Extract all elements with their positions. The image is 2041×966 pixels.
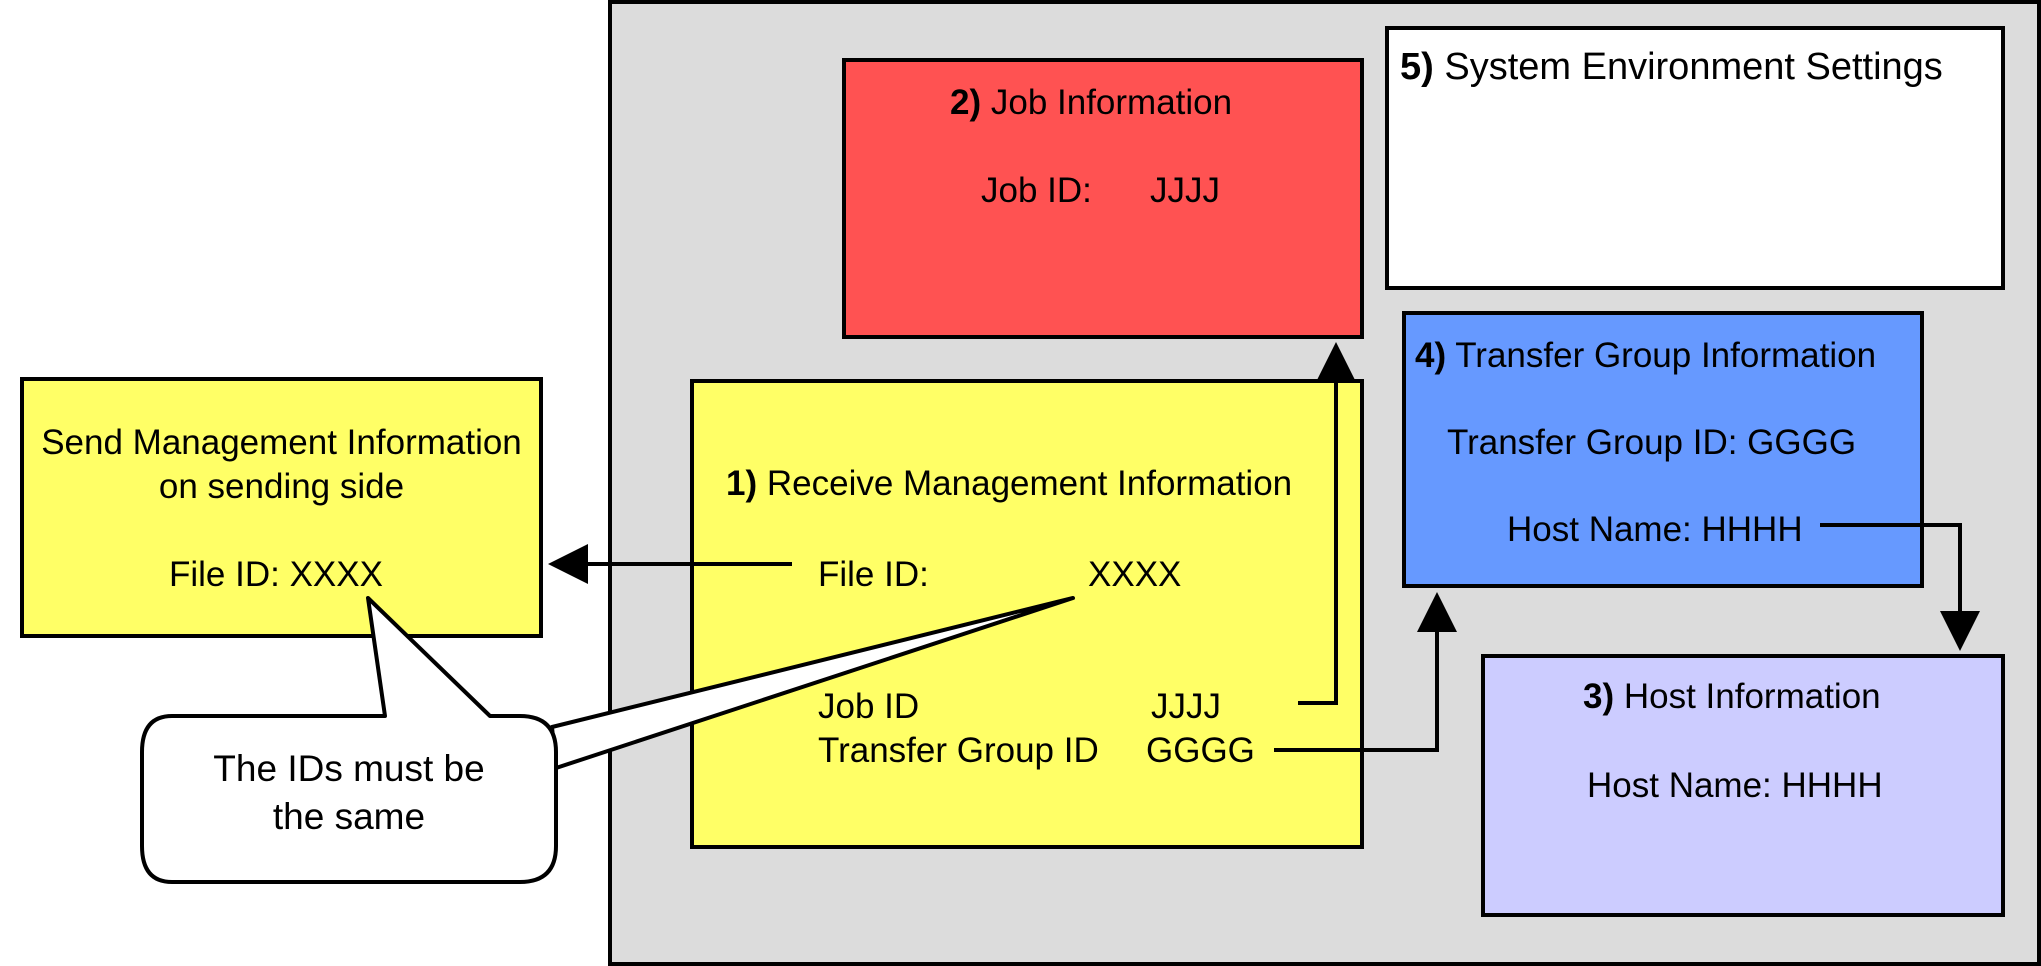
receive-file-id-value: XXXX	[1088, 555, 1182, 594]
system-environment-box	[1385, 26, 2005, 290]
send-management-box	[20, 377, 543, 638]
callout-line2: the same	[272, 796, 426, 837]
system-environment-title: 5) System Environment Settings	[1400, 48, 1943, 86]
job-title: Job Information	[990, 83, 1233, 122]
receive-job-id-label: Job ID	[818, 687, 920, 726]
host-information-box	[1481, 654, 2005, 917]
receive-num: 1)	[726, 464, 758, 503]
receive-management-title: 1) Receive Management Information	[726, 466, 1292, 501]
transfer-group-title: 4) Transfer Group Information	[1415, 338, 1876, 373]
transfer-num: 4)	[1415, 336, 1447, 375]
host-num: 3)	[1583, 677, 1615, 716]
job-id-label: Job ID:	[981, 171, 1092, 210]
send-file-id: File ID: XXXX	[169, 555, 383, 594]
transfer-host-name: Host Name: HHHH	[1507, 510, 1803, 549]
transfer-group-id: Transfer Group ID: GGGG	[1447, 423, 1857, 462]
receive-management-box	[690, 379, 1364, 849]
host-title: Host Information	[1623, 677, 1881, 716]
job-num: 2)	[950, 83, 982, 122]
job-information-box	[842, 58, 1364, 339]
system-num: 5)	[1400, 46, 1434, 88]
callout-tail-right	[550, 596, 1075, 770]
transfer-title: Transfer Group Information	[1455, 336, 1877, 375]
job-information-title: 2) Job Information	[950, 85, 1232, 120]
callout-line1: The IDs must be	[213, 748, 485, 789]
host-information-title: 3) Host Information	[1583, 679, 1881, 714]
transfer-group-arrow	[1274, 592, 1457, 752]
job-id-arrow	[1298, 342, 1356, 705]
receive-group-id-value: GGGG	[1146, 731, 1255, 770]
send-title-line1: Send Management Information	[41, 423, 522, 462]
transfer-group-box	[1402, 311, 1924, 588]
receive-job-id-value: JJJJ	[1151, 687, 1221, 726]
receive-group-id-label: Transfer Group ID	[818, 731, 1099, 770]
receive-file-id-label: File ID:	[818, 555, 929, 594]
send-title-line2: on sending side	[158, 467, 405, 506]
system-title: System Environment Settings	[1444, 46, 1943, 88]
job-id-value: JJJJ	[1150, 171, 1220, 210]
callout-bubble	[140, 596, 558, 884]
host-name: Host Name: HHHH	[1587, 766, 1883, 805]
host-name-arrow	[1820, 523, 1980, 651]
receive-title: Receive Management Information	[766, 464, 1293, 503]
